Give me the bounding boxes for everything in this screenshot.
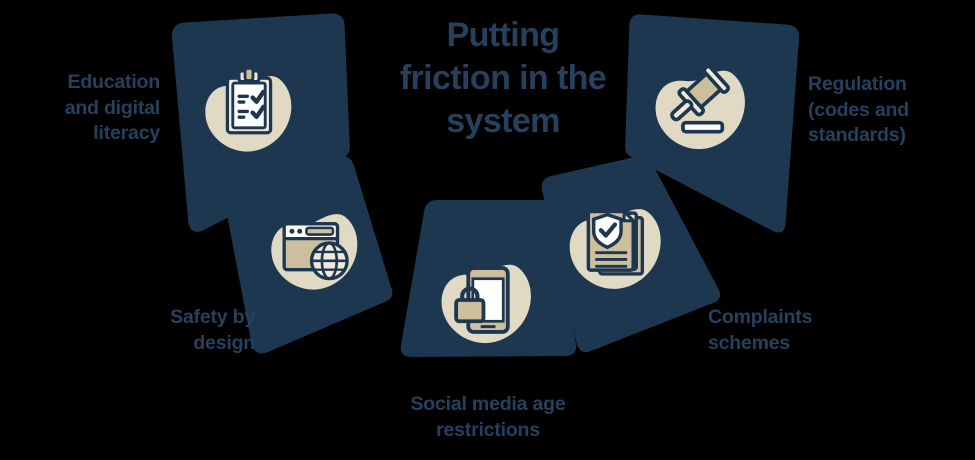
- petal-label-safety-by-design: Safety by design: [170, 306, 255, 354]
- petal-complaints[interactable]: [541, 155, 721, 353]
- petal-label-regulation: Regulation (codes and standards): [808, 73, 909, 147]
- petal-label-education: Education and digital literacy: [64, 71, 161, 145]
- petal-safety-by-design[interactable]: [218, 155, 393, 354]
- clipboard-checklist-icon: [227, 68, 270, 132]
- petal-label-complaints-schemes: Complaints schemes: [708, 306, 813, 354]
- petal-regulation[interactable]: [622, 14, 800, 233]
- petal-label-social-media-age-restrictions: Social media age restrictions: [410, 393, 566, 441]
- documents-shield-check-icon: [588, 212, 642, 274]
- page-title: Putting friction in the system: [399, 16, 607, 140]
- browser-globe-icon: [282, 222, 349, 281]
- petal-social-media[interactable]: [400, 200, 577, 357]
